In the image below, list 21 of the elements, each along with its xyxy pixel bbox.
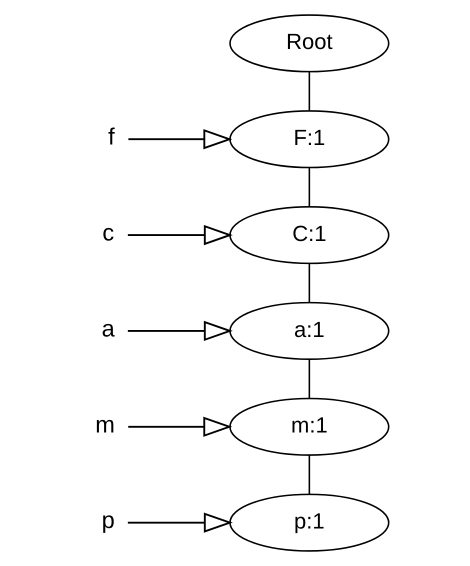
node-text: a	[101, 315, 114, 342]
node-text: c	[102, 220, 114, 246]
arrow	[127, 320, 232, 342]
node-ellipse: p:1	[228, 494, 389, 552]
arrow	[128, 416, 232, 437]
connector	[308, 263, 310, 302]
arrow	[128, 129, 232, 150]
arrow	[127, 224, 232, 246]
connector	[308, 359, 310, 398]
connector	[308, 72, 310, 111]
node-ellipse: C:1	[228, 206, 389, 264]
node-ellipse: Root	[228, 14, 389, 72]
arrow	[127, 512, 232, 533]
node-ellipse: m:1	[228, 398, 389, 456]
node-text: f	[108, 124, 114, 150]
connector	[308, 455, 310, 494]
connector	[308, 168, 310, 206]
node-text: p	[101, 507, 114, 534]
node-ellipse: F:1	[228, 110, 389, 168]
node-ellipse: a:1	[228, 302, 389, 360]
node-text: m	[94, 411, 114, 438]
